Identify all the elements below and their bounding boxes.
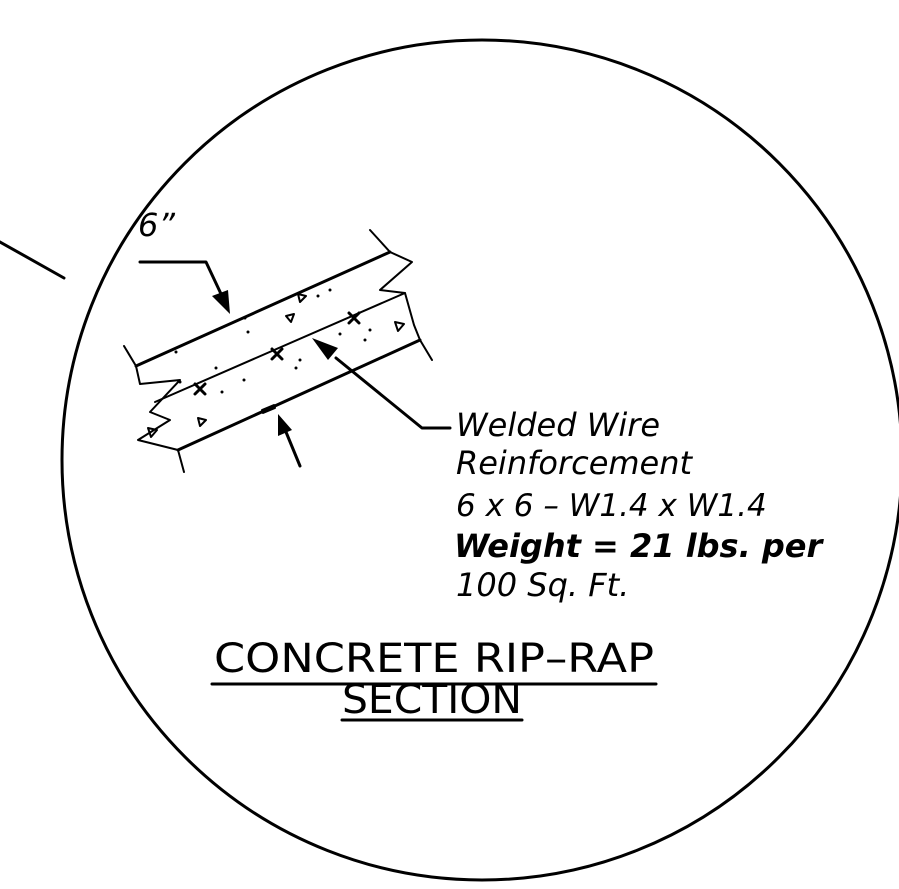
dimension-arrows <box>138 260 302 468</box>
callout-line-1: Welded Wire <box>456 406 660 444</box>
concrete-slab <box>123 229 433 473</box>
callout-line-2: Reinforcement <box>456 444 694 482</box>
title-line-1: CONCRETE RIP–RAP <box>214 636 654 682</box>
wire-marks <box>193 311 361 396</box>
aggregate-marks <box>147 293 405 438</box>
dimension-label: 6” <box>138 206 175 244</box>
callout-leader <box>312 338 452 430</box>
detail-leader-line <box>0 240 66 280</box>
detail-circle <box>60 38 899 882</box>
stipple-dots <box>174 288 372 394</box>
title-line-2: SECTION <box>342 677 522 723</box>
callout-line-5: 100 Sq. Ft. <box>456 566 629 604</box>
callout-line-3: 6 x 6 – W1.4 x W1.4 <box>456 488 767 524</box>
callout-line-4: Weight = 21 lbs. per <box>454 527 825 565</box>
